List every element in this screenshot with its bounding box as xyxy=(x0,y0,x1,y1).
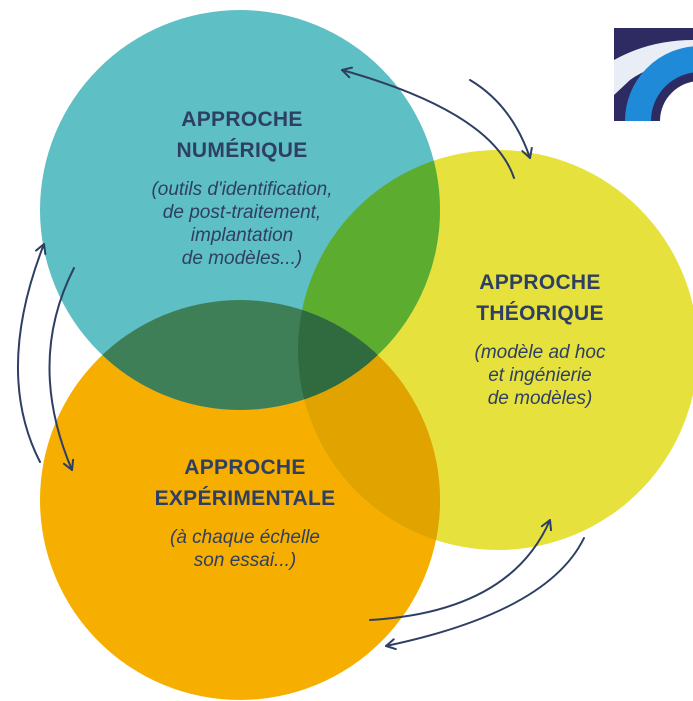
numerique-description: (outils d'identification, de post-traite… xyxy=(92,178,392,270)
theorique-title-line1: APPROCHE xyxy=(479,271,601,294)
experimentale-desc-line2: son essai...) xyxy=(193,550,297,571)
numerique-desc-line2: de post-traitement, xyxy=(162,202,322,223)
arrow-left-inner xyxy=(48,267,75,471)
overlap-theorique-experimentale xyxy=(298,300,440,550)
arrow-br-outer xyxy=(369,519,552,621)
arrow-left-outer xyxy=(17,243,47,463)
numerique-desc-line4: de modèles...) xyxy=(181,248,303,269)
theorique-title-line2: THÉORIQUE xyxy=(476,302,604,325)
theorique-desc-line1: (modèle ad hoc xyxy=(474,342,606,363)
cycle-arrows xyxy=(17,66,585,651)
logo-icon xyxy=(614,28,693,121)
numerique-title-line2: NUMÉRIQUE xyxy=(176,139,308,162)
arrow-br-inner xyxy=(385,537,585,651)
experimentale-title-line1: APPROCHE xyxy=(184,456,306,479)
arrow-top-inner xyxy=(341,66,515,179)
experimentale-description: (à chaque échelle son essai...) xyxy=(95,526,395,572)
theorique-desc-line3: de modèles) xyxy=(487,388,593,409)
theorique-label: APPROCHE THÉORIQUE (modèle ad hoc et ing… xyxy=(420,267,660,410)
experimentale-label: APPROCHE EXPÉRIMENTALE (à chaque échelle… xyxy=(95,452,395,572)
numerique-desc-line3: implantation xyxy=(190,225,294,246)
theorique-description: (modèle ad hoc et ingénierie de modèles) xyxy=(420,341,660,410)
experimentale-desc-line1: (à chaque échelle xyxy=(170,527,320,548)
numerique-desc-line1: (outils d'identification, xyxy=(151,179,333,200)
arrow-top-outer xyxy=(469,79,533,159)
numerique-title-line1: APPROCHE xyxy=(181,108,303,131)
numerique-label: APPROCHE NUMÉRIQUE (outils d'identificat… xyxy=(92,104,392,270)
experimentale-title-line2: EXPÉRIMENTALE xyxy=(154,487,336,510)
overlap-numerique-theorique xyxy=(298,150,440,410)
theorique-desc-line2: et ingénierie xyxy=(488,365,592,386)
